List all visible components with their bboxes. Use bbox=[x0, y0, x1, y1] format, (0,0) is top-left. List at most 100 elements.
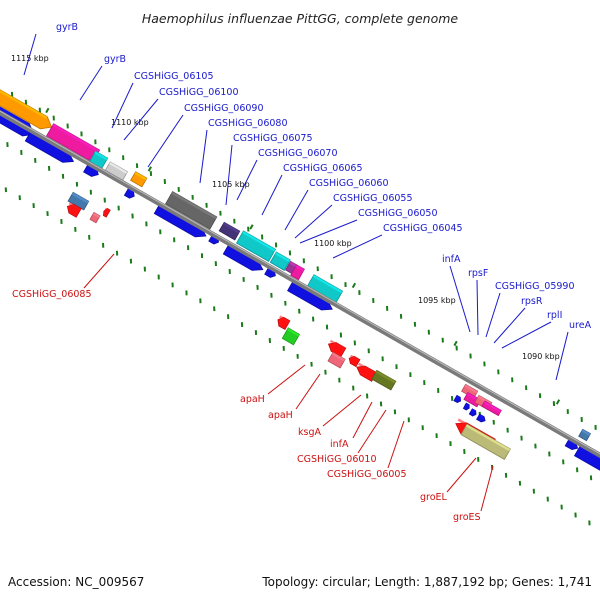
gene-label[interactable]: ksgA bbox=[298, 427, 321, 438]
gene-block bbox=[269, 251, 291, 271]
label-leader-line bbox=[493, 307, 526, 344]
label-leader-line bbox=[23, 33, 37, 76]
label-leader-line bbox=[123, 98, 159, 141]
gene-block bbox=[165, 191, 218, 230]
label-leader-line bbox=[295, 373, 321, 410]
gene-block-shine bbox=[329, 339, 346, 351]
gene-label[interactable]: CGSHiGG_06010 bbox=[297, 454, 377, 465]
gene-label[interactable]: CGSHiGG_06080 bbox=[208, 118, 288, 129]
label-leader-line bbox=[225, 144, 233, 206]
gene-block-shine bbox=[358, 362, 377, 375]
gene-block-shine bbox=[465, 403, 470, 407]
gene-label[interactable]: apaH bbox=[268, 410, 293, 421]
gene-label[interactable]: gyrB bbox=[56, 22, 78, 33]
gene-block bbox=[573, 444, 600, 471]
scale-label: 1100 kbp bbox=[314, 239, 352, 248]
gene-label[interactable]: groES bbox=[453, 512, 481, 523]
gene-block bbox=[67, 191, 90, 211]
scale-label: 1105 kbp bbox=[212, 180, 250, 189]
gene-block-shine bbox=[375, 370, 396, 384]
scale-label: 1115 kbp bbox=[11, 54, 49, 63]
scale-tick bbox=[453, 340, 458, 347]
gene-label[interactable]: ureA bbox=[569, 320, 592, 331]
gene-label[interactable]: groEL bbox=[420, 492, 448, 503]
gene-block-shine bbox=[331, 352, 346, 362]
forward-gene-labels: gyrB gyrB CGSHiGG_06105 CGSHiGG_06100 CG… bbox=[56, 22, 592, 331]
scale-tick bbox=[351, 282, 357, 289]
label-leader-line bbox=[236, 159, 258, 201]
gene-label[interactable]: rpsR bbox=[521, 296, 543, 307]
gene-label[interactable]: CGSHiGG_06100 bbox=[159, 87, 239, 98]
gene-label[interactable]: rpsF bbox=[468, 268, 488, 279]
label-leader-line bbox=[261, 174, 283, 216]
label-leader-line bbox=[476, 279, 479, 336]
label-leader-line bbox=[267, 364, 306, 395]
label-leaders bbox=[23, 33, 569, 512]
label-leader-line bbox=[332, 234, 383, 259]
gene-block-shine bbox=[279, 315, 290, 323]
label-leader-line bbox=[555, 331, 569, 381]
gene-label[interactable]: infA bbox=[330, 439, 349, 450]
gene-block-shine bbox=[464, 384, 478, 394]
gene-block-shine bbox=[94, 151, 108, 161]
label-leader-line bbox=[480, 465, 494, 512]
scale-label: 1090 kbp bbox=[522, 352, 560, 361]
gene-block-shine bbox=[52, 123, 100, 153]
gene-label[interactable]: CGSHiGG_06005 bbox=[327, 469, 407, 480]
label-leader-line bbox=[147, 114, 184, 168]
gene-block-shine bbox=[581, 429, 591, 436]
gene-block-shine bbox=[455, 395, 461, 400]
gene-label[interactable]: CGSHiGG_06090 bbox=[184, 103, 264, 114]
backbone-line bbox=[0, 109, 600, 459]
gene-block-shine bbox=[275, 252, 291, 263]
gene-label[interactable]: CGSHiGG_06060 bbox=[309, 178, 389, 189]
gene-label[interactable]: CGSHiGG_05990 bbox=[495, 281, 575, 292]
label-leader-line bbox=[199, 129, 208, 184]
gene-label[interactable]: gyrB bbox=[104, 54, 126, 65]
gene-block-shine bbox=[471, 408, 476, 413]
gene-block-shine bbox=[478, 414, 485, 419]
gene-block-shine bbox=[104, 207, 111, 213]
gene-block-shine bbox=[287, 327, 300, 337]
scale-label: 1110 kbp bbox=[111, 118, 149, 127]
gene-label[interactable]: CGSHiGG_06105 bbox=[134, 71, 214, 82]
scale-tick bbox=[249, 224, 254, 230]
label-leader-line bbox=[387, 420, 405, 469]
gene-block-shine bbox=[171, 191, 217, 220]
gene-block-shine bbox=[242, 230, 276, 252]
genome-backbone bbox=[0, 109, 600, 459]
gene-label[interactable]: CGSHiGG_06045 bbox=[383, 223, 463, 234]
map-title: Haemophilus influenzae PittGG, complete … bbox=[142, 11, 459, 26]
gene-block-shine bbox=[0, 106, 30, 126]
gene-label[interactable]: CGSHiGG_06055 bbox=[333, 193, 413, 204]
gene-block-shine bbox=[127, 188, 134, 194]
gene-label[interactable]: CGSHiGG_06070 bbox=[258, 148, 338, 159]
gene-block-shine bbox=[134, 171, 147, 181]
gene-label[interactable]: infA bbox=[442, 254, 461, 265]
gene-block-shine bbox=[0, 89, 48, 119]
gene-label[interactable]: rplI bbox=[547, 310, 562, 321]
gene-label[interactable]: CGSHiGG_06050 bbox=[358, 208, 438, 219]
gene-block-shine bbox=[483, 401, 502, 413]
gene-block-shine bbox=[71, 192, 89, 204]
gene-label[interactable]: CGSHiGG_06085 bbox=[12, 289, 92, 300]
gene-block-shine bbox=[289, 261, 298, 268]
gene-block-shine bbox=[312, 274, 343, 294]
label-leader-line bbox=[83, 253, 115, 289]
gene-label[interactable]: CGSHiGG_06065 bbox=[283, 163, 363, 174]
label-leader-line bbox=[294, 204, 333, 239]
backbone-highlight bbox=[0, 110, 600, 455]
gene-block-shine bbox=[465, 424, 511, 452]
gene-block-shine bbox=[477, 395, 492, 405]
gene-label[interactable]: apaH bbox=[240, 394, 265, 405]
reverse-gene-labels: CGSHiGG_06085 apaH apaH ksgA infA CGSHiG… bbox=[12, 289, 481, 523]
genome-summary-text: Topology: circular; Length: 1,887,192 bp… bbox=[261, 575, 592, 589]
scale-labels: 1115 kbp 1110 kbp 1105 kbp 1100 kbp 1095… bbox=[11, 54, 560, 361]
gene-block-shine bbox=[92, 212, 100, 218]
gene-block-shine bbox=[350, 354, 360, 362]
gene-label[interactable]: CGSHiGG_06075 bbox=[233, 133, 313, 144]
gene-block-shine bbox=[108, 161, 128, 174]
scale-tick bbox=[147, 166, 152, 172]
